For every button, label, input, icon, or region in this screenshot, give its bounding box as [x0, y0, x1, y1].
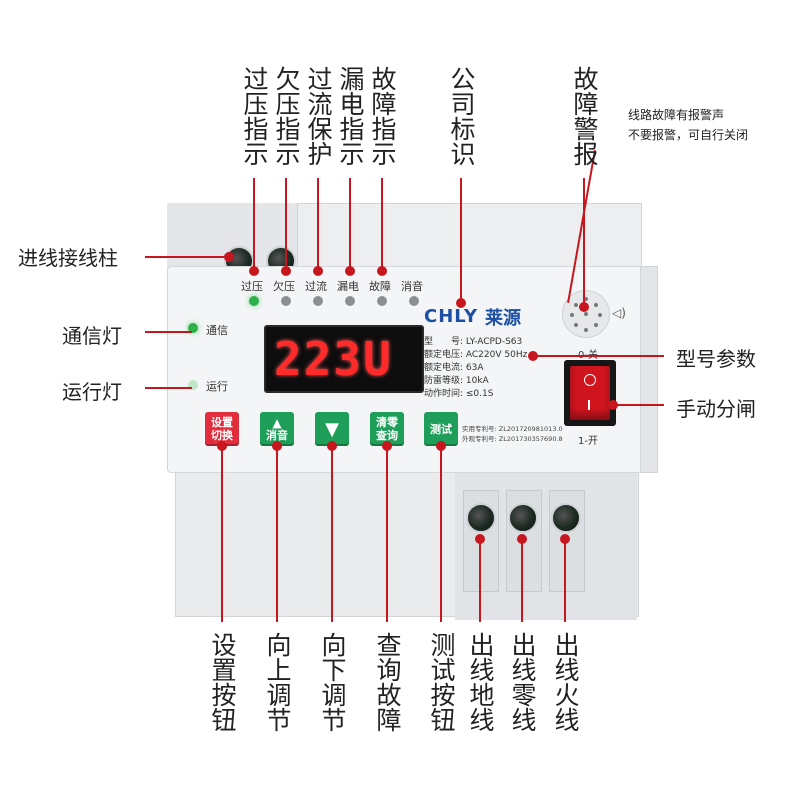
speaker-icon: ◁) — [612, 306, 626, 320]
test-button[interactable]: 测试 — [424, 412, 458, 446]
query-button-label-1: 清零 — [376, 416, 398, 429]
led-label-mute: 消音 — [401, 280, 423, 293]
spec-action-time: 动作时间: ≤0.1S — [424, 389, 494, 399]
query-button-label-2: 查询 — [376, 429, 398, 442]
label-leakage-indicator: 漏电指示 — [336, 66, 365, 166]
switch-on-label: 1-开 — [578, 436, 598, 447]
switch-off-label: 0-关 — [578, 346, 598, 361]
up-button[interactable]: ▲ 消音 — [260, 412, 294, 446]
label-query-fault: 查询故障 — [373, 632, 402, 732]
device-right-edge — [640, 266, 658, 473]
label-company-logo: 公司标识 — [447, 66, 476, 166]
label-out-ground: 出线地线 — [466, 632, 495, 732]
patent-design: 外观专利号: ZL201730357690.8 — [462, 435, 563, 443]
label-run-light: 运行灯 — [62, 380, 122, 404]
led-label-fault: 故障 — [369, 280, 391, 293]
query-button[interactable]: 清零 查询 — [370, 412, 404, 446]
label-overcurrent-protection: 过流保护 — [304, 66, 333, 166]
led-fault — [377, 296, 387, 306]
switch-on-symbol-icon — [588, 400, 590, 410]
label-test-button: 测试按钮 — [427, 632, 456, 732]
led-label-overvoltage: 过压 — [241, 280, 263, 293]
out-live-screw[interactable] — [551, 503, 581, 533]
label-fault-indicator: 故障指示 — [368, 66, 397, 166]
led-leakage — [345, 296, 355, 306]
label-setting-button: 设置按钮 — [208, 632, 237, 732]
patent-utility: 实用专利号: ZL201720981013.0 — [462, 425, 563, 433]
brand-logo-cn: 莱源 — [485, 308, 521, 329]
down-arrow-icon: ▼ — [325, 418, 339, 440]
buzzer-speaker — [562, 290, 610, 338]
led-undervoltage — [281, 296, 291, 306]
setting-button[interactable]: 设置 切换 — [205, 412, 239, 446]
alarm-note-line2: 不要报警，可自行关闭 — [628, 128, 749, 142]
spec-rated-voltage: 额定电压: AC220V 50Hz — [424, 350, 528, 360]
setting-button-label-2: 切换 — [211, 429, 233, 442]
label-manual-switch: 手动分闸 — [676, 397, 756, 421]
label-up-adjust: 向上调节 — [263, 632, 292, 732]
label-undervoltage-indicator: 欠压指示 — [272, 66, 301, 166]
digital-display: 223U — [264, 325, 424, 393]
up-button-label: 消音 — [266, 428, 288, 442]
out-ground-screw[interactable] — [466, 503, 496, 533]
label-incoming-terminal: 进线接线柱 — [18, 246, 118, 270]
label-down-adjust: 向下调节 — [318, 632, 347, 732]
alarm-note-line1: 线路故障有报警声 — [628, 108, 725, 122]
spec-rated-current: 额定电流: 63A — [424, 363, 484, 373]
led-overvoltage — [249, 296, 259, 306]
switch-off-symbol-icon — [584, 374, 596, 386]
spec-model: 型 号: LY-ACPD-S63 — [424, 337, 523, 347]
label-out-neutral: 出线零线 — [508, 632, 537, 732]
label-out-live: 出线火线 — [551, 632, 580, 732]
test-button-label: 测试 — [430, 422, 452, 436]
led-label-comm: 通信 — [206, 324, 228, 337]
label-model-params: 型号参数 — [676, 347, 756, 371]
label-fault-alarm: 故障警报 — [570, 66, 599, 166]
led-label-overcurrent: 过流 — [305, 280, 327, 293]
spec-protection: 防雷等级: 10kA — [424, 376, 489, 386]
led-label-leakage: 漏电 — [337, 280, 359, 293]
led-run — [188, 380, 198, 390]
display-value: 223U — [274, 332, 393, 386]
led-mute — [409, 296, 419, 306]
out-neutral-screw[interactable] — [508, 503, 538, 533]
led-label-run: 运行 — [206, 380, 228, 393]
up-arrow-icon: ▲ — [272, 415, 282, 430]
brand-logo-en: CHLY — [424, 306, 478, 327]
label-comm-light: 通信灯 — [62, 324, 122, 348]
setting-button-label-1: 设置 — [211, 416, 233, 429]
led-comm — [188, 323, 198, 333]
led-label-undervoltage: 欠压 — [273, 280, 295, 293]
led-overcurrent — [313, 296, 323, 306]
label-overvoltage-indicator: 过压指示 — [240, 66, 269, 166]
down-button[interactable]: ▼ — [315, 412, 349, 446]
